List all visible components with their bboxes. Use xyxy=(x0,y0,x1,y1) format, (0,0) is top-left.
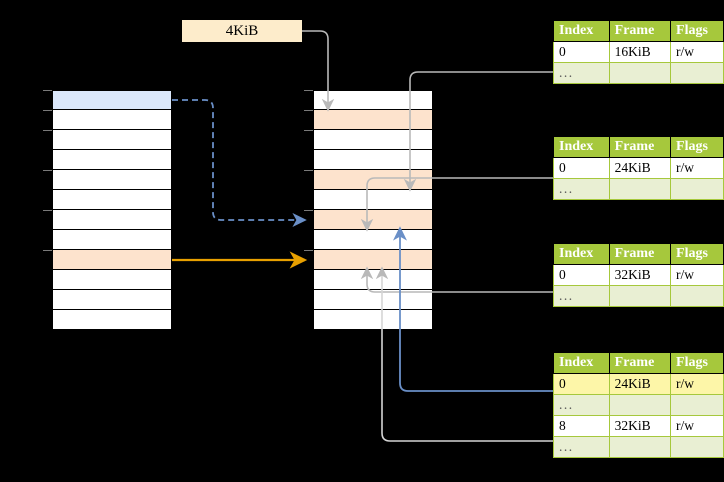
pmem-row xyxy=(313,190,433,210)
page-table-3-cell xyxy=(670,285,724,307)
arrow-vaddr-blue-to-frame xyxy=(172,99,307,228)
page-table-3-cell: r/w xyxy=(670,264,724,286)
page-table-3-cell: 0 xyxy=(553,264,610,286)
pmem-row xyxy=(313,90,433,110)
page-table-1-row: ... xyxy=(553,62,724,84)
page-table-2-header-frame: Frame xyxy=(608,136,672,158)
tick-mark xyxy=(43,90,52,92)
page-table-1-cell: 0 xyxy=(553,41,610,63)
page-size-label: 4KiB xyxy=(182,20,302,42)
page-table-4-cell xyxy=(608,394,672,416)
pmem-row xyxy=(313,310,433,330)
tick-mark xyxy=(304,170,313,172)
page-table-1-cell xyxy=(670,62,724,84)
page-table-4-cell: ... xyxy=(553,436,610,458)
vaddr-row xyxy=(52,150,172,170)
page-table-4-cell xyxy=(670,436,724,458)
tick-mark xyxy=(43,110,52,112)
vaddr-row xyxy=(52,110,172,130)
page-table-2-cell: 24KiB xyxy=(608,157,672,179)
vaddr-row xyxy=(52,210,172,230)
page-table-2-header-index: Index xyxy=(553,136,610,158)
page-table-1-header-frame: Frame xyxy=(608,20,672,42)
page-table-3-cell: ... xyxy=(553,285,610,307)
page-table-4-cell: 32KiB xyxy=(608,415,672,437)
vaddr-row xyxy=(52,190,172,210)
page-table-4-cell xyxy=(608,436,672,458)
vaddr-row xyxy=(52,170,172,190)
pmem-row xyxy=(313,230,433,250)
page-table-4-cell: 24KiB xyxy=(608,373,672,395)
vaddr-row xyxy=(52,310,172,330)
page-table-2-cell: 0 xyxy=(553,157,610,179)
page-table-1-header-index: Index xyxy=(553,20,610,42)
pmem-row xyxy=(313,170,433,190)
page-table-2-cell: r/w xyxy=(670,157,724,179)
page-table-1-cell: ... xyxy=(553,62,610,84)
page-table-4-header-frame: Frame xyxy=(608,352,672,374)
page-table-4-row: ... xyxy=(553,394,724,416)
tick-mark xyxy=(304,90,313,92)
vaddr-row xyxy=(52,290,172,310)
pmem-row xyxy=(313,290,433,310)
page-table-4-cell: r/w xyxy=(670,373,724,395)
page-table-2-cell xyxy=(670,178,724,200)
page-table-4-cell: 8 xyxy=(553,415,610,437)
tick-mark xyxy=(43,210,52,212)
page-table-2-cell: ... xyxy=(553,178,610,200)
tick-mark xyxy=(304,110,313,112)
physical-memory-column xyxy=(313,90,433,330)
page-table-1-cell: r/w xyxy=(670,41,724,63)
page-table-1-header-flags: Flags xyxy=(670,20,724,42)
virtual-address-space-column xyxy=(52,90,172,330)
page-table-4-cell xyxy=(670,394,724,416)
page-table-4-header-flags: Flags xyxy=(670,352,724,374)
tick-mark xyxy=(43,130,52,132)
pmem-row xyxy=(313,150,433,170)
page-table-4-cell: 0 xyxy=(553,373,610,395)
tick-mark xyxy=(304,210,313,212)
page-table-3-header-frame: Frame xyxy=(608,243,672,265)
tick-mark xyxy=(304,130,313,132)
page-table-2-header-flags: Flags xyxy=(670,136,724,158)
vaddr-row xyxy=(52,230,172,250)
page-table-3-header-flags: Flags xyxy=(670,243,724,265)
page-table-3-cell: 32KiB xyxy=(608,264,672,286)
page-table-1-cell xyxy=(608,62,672,84)
pmem-row xyxy=(313,250,433,270)
pmem-row xyxy=(313,210,433,230)
page-table-3-header-index: Index xyxy=(553,243,610,265)
tick-mark xyxy=(43,170,52,172)
tick-mark xyxy=(304,250,313,252)
vaddr-row xyxy=(52,270,172,290)
page-table-4-cell: r/w xyxy=(670,415,724,437)
tick-mark xyxy=(43,250,52,252)
vaddr-row xyxy=(52,250,172,270)
page-table-4-cell: ... xyxy=(553,394,610,416)
pmem-row xyxy=(313,270,433,290)
page-table-2-row: ... xyxy=(553,178,724,200)
vaddr-row xyxy=(52,90,172,110)
pmem-row xyxy=(313,130,433,150)
page-table-4-header-index: Index xyxy=(553,352,610,374)
page-table-3-row: ... xyxy=(553,285,724,307)
page-table-2-cell xyxy=(608,178,672,200)
page-table-1-cell: 16KiB xyxy=(608,41,672,63)
pmem-row xyxy=(313,110,433,130)
page-table-4-row: ... xyxy=(553,436,724,458)
page-table-3-cell xyxy=(608,285,672,307)
vaddr-row xyxy=(52,130,172,150)
